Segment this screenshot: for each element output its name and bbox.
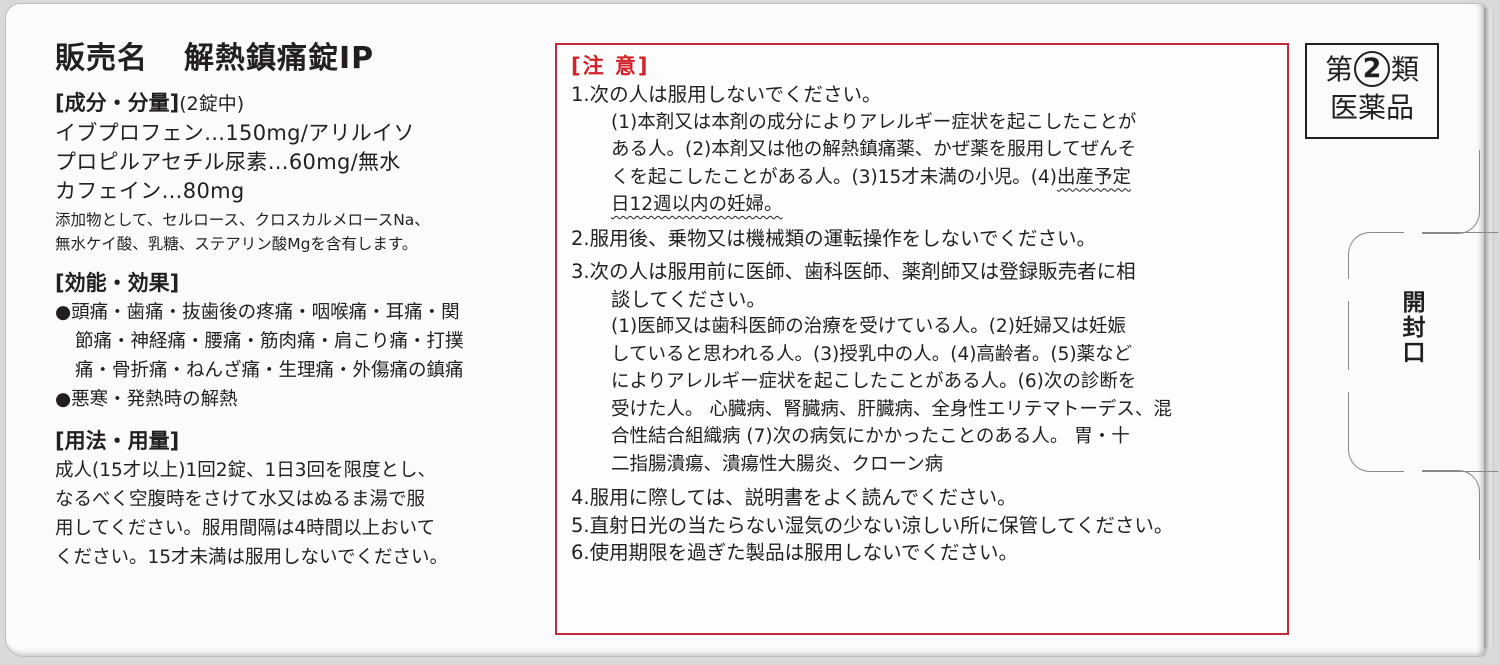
- caution-item-6: 6.使用期限を過ぎた製品は服用しないでください。: [571, 541, 1019, 564]
- efficacy-line: 頭痛・歯痛・抜歯後の疼痛・咽喉痛・耳痛・関: [71, 302, 460, 323]
- dosage-line: なるべく空腹時をさけて水又はぬるま湯で服: [55, 489, 426, 510]
- ingredients-section: [成分・分量](2錠中) イブプロフェン…150mg/アリルイソ プロピルアセチ…: [55, 88, 535, 256]
- product-name-label: 販売名: [55, 41, 148, 76]
- efficacy-section: [効能・効果] ●頭痛・歯痛・抜歯後の疼痛・咽喉痛・耳痛・関 節痛・神経痛・腰痛…: [55, 268, 535, 414]
- caution-item-3-line: していると思われる人。(3)授乳中の人。(4)高齢者。(5)薬など: [611, 343, 1133, 365]
- caution-item-4: 4.服用に際しては、説明書をよく読んでください。: [571, 486, 1017, 509]
- caution-box: [注 意] 1.次の人は服用しないでください。 (1)本剤又は本剤の成分によりア…: [555, 43, 1289, 635]
- caution-item-3-line: (1)医師又は歯科医師の治療を受けている人。(2)妊婦又は妊娠: [611, 316, 1126, 337]
- additives-line: 添加物として、セルロース、クロスカルメロースNa、: [55, 211, 430, 229]
- additives-line: 無水ケイ酸、乳糖、ステアリン酸Mgを含有します。: [55, 235, 418, 253]
- efficacy-heading: [効能・効果]: [55, 271, 180, 295]
- classification-line-2: 医薬品: [1329, 91, 1414, 124]
- caution-text: くを起こしたことがある人。(3)15才未満の小児。(4): [611, 166, 1057, 188]
- caution-item-3: 3.次の人は服用前に医師、歯科医師、薬剤師又は登録販売者に相: [571, 260, 1136, 283]
- opening-tab-label: 開封口: [1398, 290, 1424, 365]
- efficacy-line: 節痛・神経痛・腰痛・筋肉痛・肩こり痛・打撲: [75, 331, 464, 352]
- caution-item-5: 5.直射日光の当たらない湿気の少ない涼しい所に保管してください。: [571, 513, 1174, 537]
- caution-item-3-line: 合性結合組織病 (7)次の病気にかかったことのある人。 胃・十: [611, 426, 1130, 447]
- caution-item-3-line: によりアレルギー症状を起こしたことがある人。(6)次の診断を: [611, 371, 1137, 392]
- dosage-section: [用法・用量] 成人(15才以上)1回2錠、1日3回を限度とし、 なるべく空腹時…: [55, 426, 535, 572]
- circled-number: 2: [1354, 51, 1390, 87]
- efficacy-item: ●頭痛・歯痛・抜歯後の疼痛・咽喉痛・耳痛・関 節痛・神経痛・腰痛・筋肉痛・肩こり…: [55, 298, 535, 385]
- bullet-icon: ●: [55, 302, 72, 323]
- caution-item-3-cont: 談してください。: [611, 287, 766, 311]
- opening-tab[interactable]: [1348, 232, 1498, 472]
- ingredient-line: イブプロフェン…150mg/アリルイソ: [55, 121, 415, 145]
- tab-cut-line-top: [1420, 150, 1480, 234]
- ingredient-line: カフェイン…80mg: [55, 179, 245, 203]
- ingredient-line: プロピルアセチル尿素…60mg/無水: [55, 150, 401, 174]
- perforation-gap: [1345, 370, 1351, 392]
- caution-item-3-line: 二指腸潰瘍、潰瘍性大腸炎、クローン病: [611, 453, 944, 475]
- ingredients-per: (2錠中): [179, 93, 245, 115]
- product-info-column: 販売名 解熱鎮痛錠IP [成分・分量](2錠中) イブプロフェン…150mg/アリ…: [55, 40, 535, 572]
- perforation-gap: [1404, 229, 1422, 235]
- efficacy-line: 悪寒・発熱時の解熱: [71, 389, 238, 410]
- tab-cut-line-bottom: [1420, 470, 1480, 560]
- ingredients-heading-text: [成分・分量]: [55, 91, 180, 115]
- dosage-line: 成人(15才以上)1回2錠、1日3回を限度とし、: [55, 460, 437, 481]
- efficacy-item: ●悪寒・発熱時の解熱: [55, 385, 535, 414]
- classification-prefix: 第: [1324, 53, 1353, 86]
- dosage-heading: [用法・用量]: [55, 429, 180, 453]
- classification-suffix: 類: [1391, 53, 1420, 86]
- box-edge-fold: [1484, 8, 1494, 648]
- product-name: 解熱鎮痛錠IP: [184, 41, 375, 76]
- wavy-underlined-text: 日12週以内の妊婦。: [611, 194, 783, 215]
- caution-item-1-line: 日12週以内の妊婦。: [571, 191, 1287, 219]
- perforation-gap: [1404, 469, 1422, 475]
- efficacy-line: 痛・骨折痛・ねんざ痛・生理痛・外傷痛の鎮痛: [75, 360, 464, 381]
- caution-item-2: 2.服用後、乗物又は機械類の運転操作をしないでください。: [571, 226, 1097, 250]
- caution-item-1-line: ある人。(2)本剤又は他の解熱鎮痛薬、かぜ薬を服用してぜんそ: [611, 139, 1137, 160]
- dosage-line: ください。15才未満は服用しないでください。: [55, 547, 448, 568]
- caution-item-1-line: (1)本剤又は本剤の成分によりアレルギー症状を起こしたことが: [611, 111, 1137, 133]
- caution-item-3-line: 受けた人。 心臓病、腎臓病、肝臓病、全身性エリテマトーデス、混: [611, 398, 1172, 420]
- dosage-line: 用してください。服用間隔は4時間以上おいて: [55, 518, 436, 539]
- perforation-gap: [1345, 279, 1351, 301]
- ingredients-heading: [成分・分量](2錠中): [55, 88, 535, 119]
- wavy-underlined-text: 出産予定: [1056, 166, 1131, 188]
- caution-item-1-line: くを起こしたことがある人。(3)15才未満の小児。(4)出産予定: [571, 164, 1287, 192]
- product-title: 販売名 解熱鎮痛錠IP: [55, 40, 535, 78]
- caution-heading: [注 意]: [571, 54, 650, 78]
- caution-item-1: 1.次の人は服用しないでください。: [571, 83, 882, 106]
- bullet-icon: ●: [55, 389, 72, 410]
